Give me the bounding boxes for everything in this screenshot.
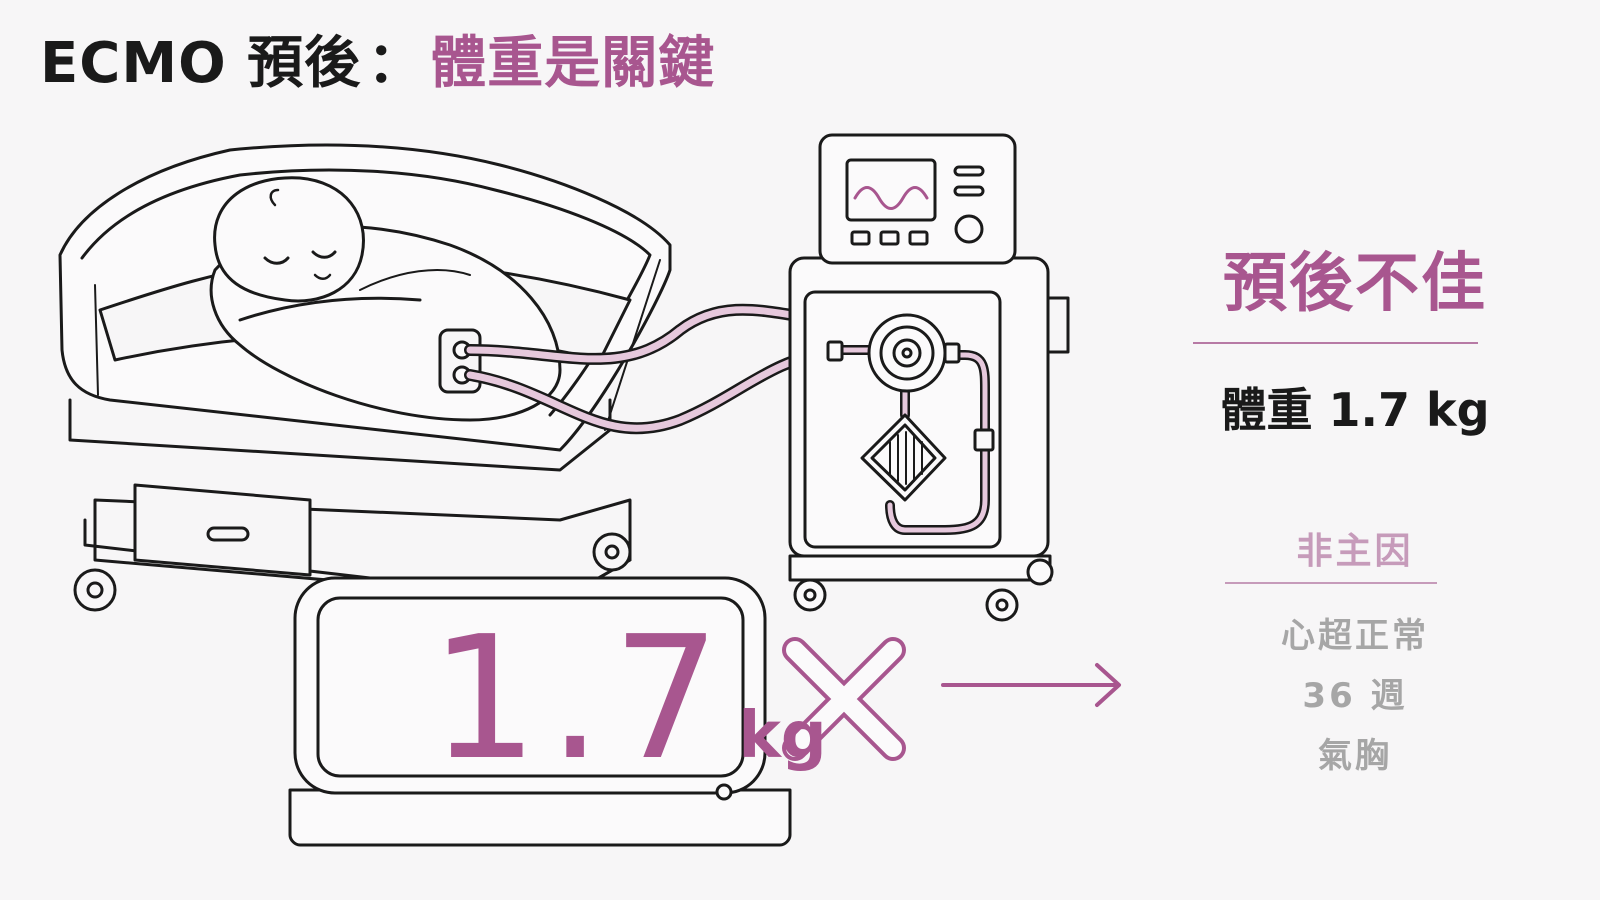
outcome-verdict: 預後不佳 (1223, 247, 1487, 321)
scale-value: 1.7 (430, 600, 731, 798)
non-cause-item: 心超正常 (1281, 616, 1429, 656)
page-title: ECMO 預後：體重是關鍵 (40, 30, 715, 97)
weight-label: 體重 1.7 kg (1220, 383, 1490, 437)
non-cause-item: 氣胸 (1318, 736, 1392, 776)
scale-unit: kg (738, 699, 827, 773)
tubing (464, 303, 841, 435)
ecmo-machine-icon (788, 133, 1070, 622)
non-cause-heading: 非主因 (1296, 531, 1414, 572)
title-emphasis: 體重是關鍵 (430, 31, 716, 96)
cross-icon (782, 637, 906, 761)
verdict-divider (1193, 342, 1478, 344)
title-prefix: ECMO 預後 (40, 31, 362, 96)
arrow-right-icon (941, 663, 1121, 707)
non-cause-divider (1225, 582, 1437, 584)
title-separator: ： (367, 31, 425, 96)
non-cause-item: 36 週 (1302, 676, 1408, 716)
scale-icon (288, 576, 792, 847)
